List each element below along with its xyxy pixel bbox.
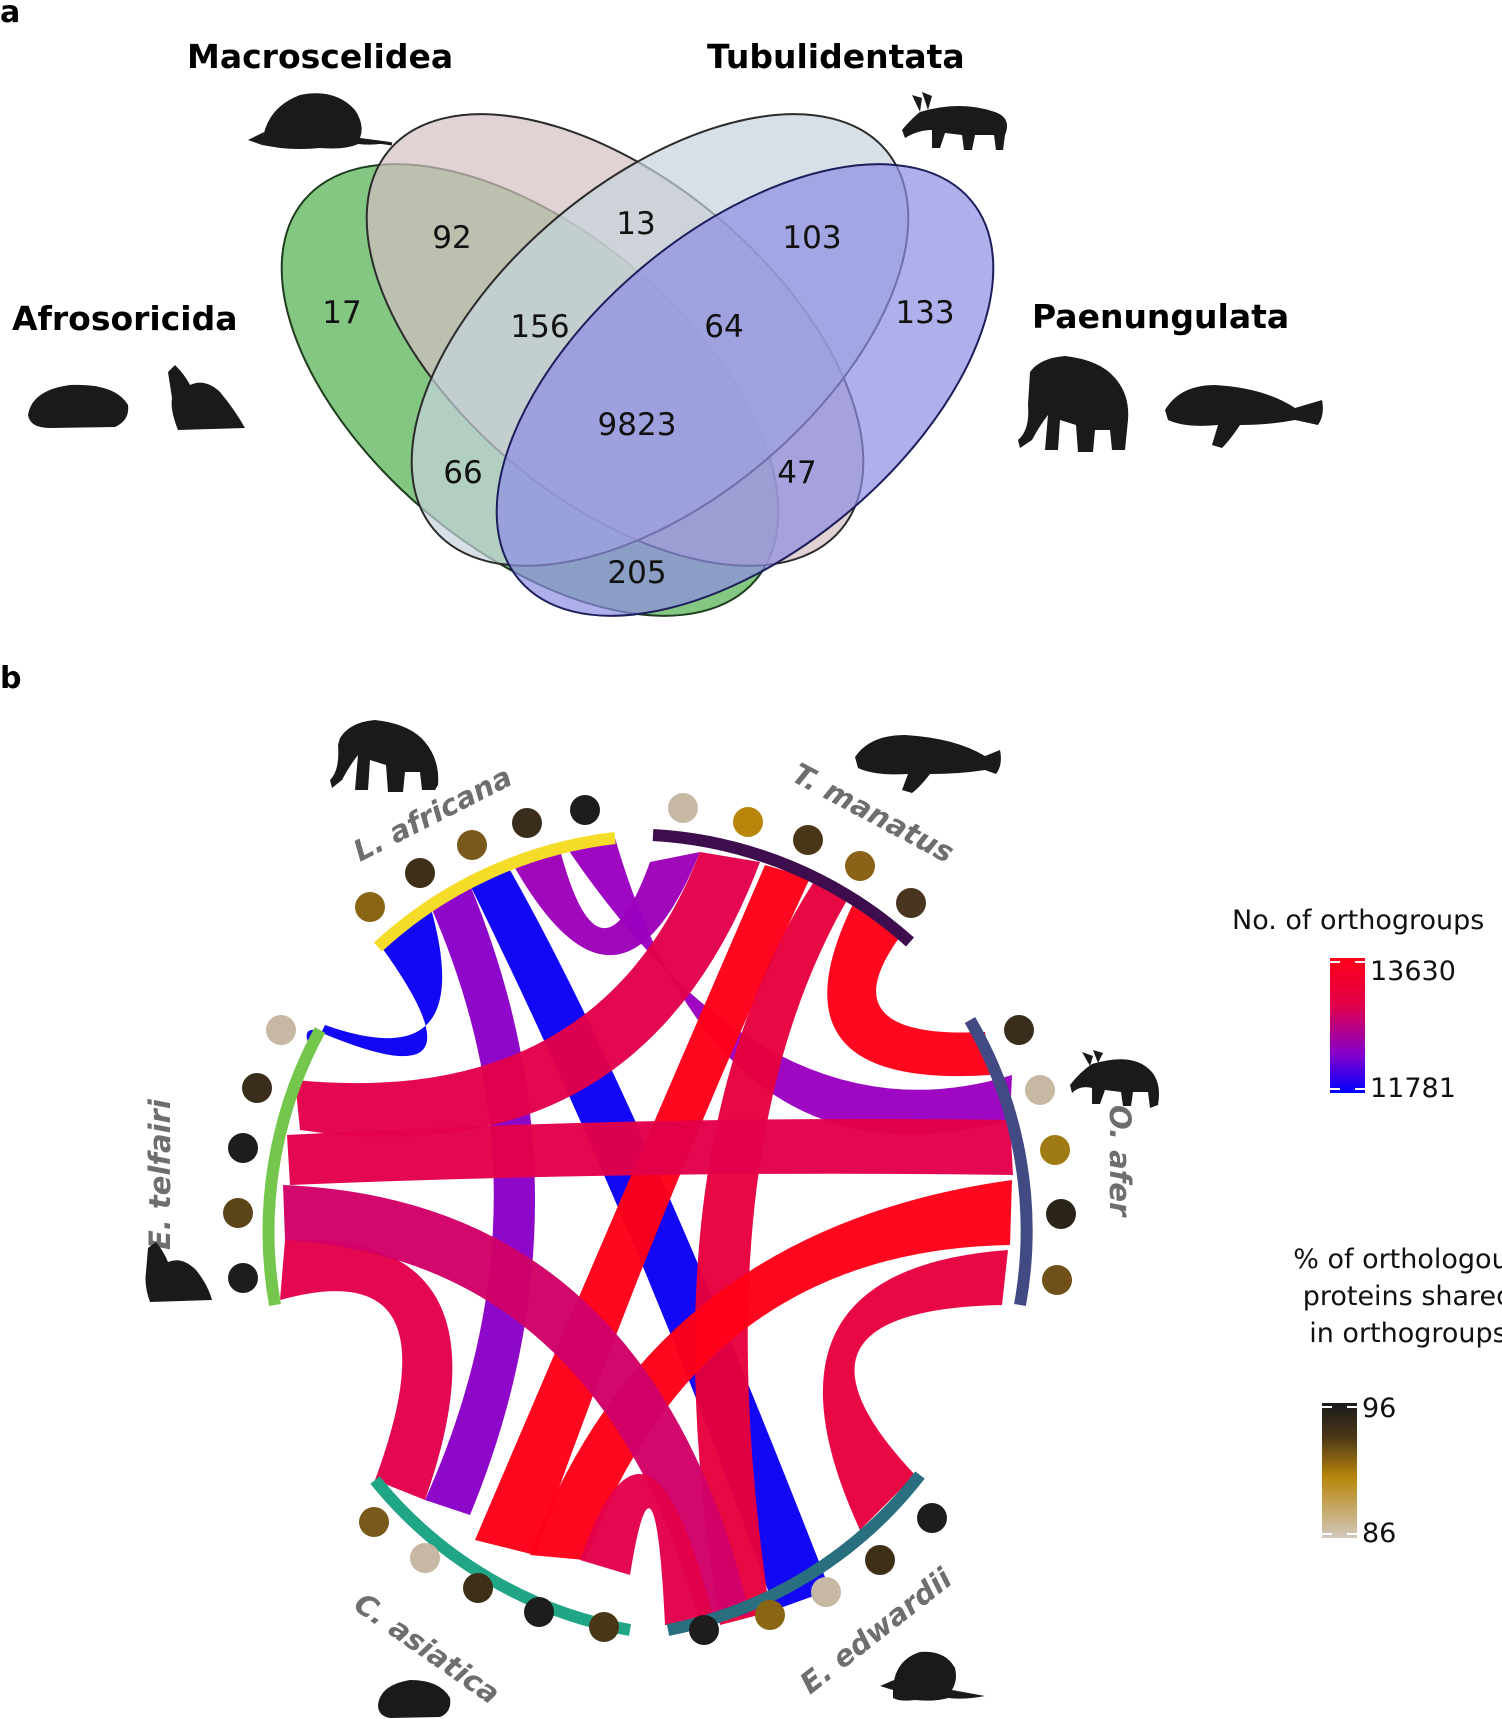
arc-tmanatus	[652, 829, 915, 947]
shrew-silhouette-icon-b	[880, 1651, 985, 1701]
chord-ribbons	[280, 838, 1013, 1625]
dot-etelfairi-5	[228, 1263, 258, 1293]
count-afro-macro-tubu: 156	[510, 309, 569, 345]
dot-oafer-5	[1042, 1265, 1072, 1295]
legend-orthogroups: No. of orthogroups 13630 11781	[1232, 905, 1484, 1104]
count-afro-macro: 92	[432, 220, 471, 256]
dot-lafricana-2	[405, 858, 435, 888]
dot-oafer-2	[1025, 1075, 1055, 1105]
dot-tmanatus-1	[668, 793, 698, 823]
legend-orthogroups-title: No. of orthogroups	[1232, 905, 1484, 936]
chord-oafer-casiatica	[530, 1180, 1012, 1560]
chord-lafricana-tmanatus	[515, 850, 700, 956]
count-afro-only: 17	[322, 295, 361, 331]
count-tubu-paen: 103	[782, 220, 841, 256]
chord-tmanatus-oafer	[827, 900, 990, 1077]
elephant-silhouette-icon	[1018, 356, 1129, 452]
dot-oafer-4	[1046, 1199, 1076, 1229]
dot-eedwardii-3	[811, 1577, 841, 1607]
dot-casiatica-3	[463, 1573, 493, 1603]
dot-tmanatus-2	[733, 807, 763, 837]
legend-shared: % of orthologous proteins shared in orth…	[1293, 1244, 1502, 1549]
legend-orthogroups-min: 11781	[1370, 1073, 1456, 1104]
shrew-silhouette-icon	[248, 93, 393, 149]
legend-shared-max: 96	[1362, 1393, 1396, 1424]
golden-mole-silhouette-icon-b	[378, 1680, 451, 1718]
venn-ellipse-paenungulata	[495, 163, 995, 617]
legend-shared-title-line1: % of orthologous	[1293, 1244, 1502, 1275]
dot-casiatica-1	[359, 1507, 389, 1537]
dot-eedwardii-1	[917, 1503, 947, 1533]
venn-counts: 17 92 13 103 133 156 64 9823 66 47 205	[322, 206, 954, 591]
dot-tmanatus-5	[896, 888, 926, 918]
dot-eedwardii-2	[865, 1545, 895, 1575]
group-title-afrosoricida: Afrosoricida	[12, 299, 238, 338]
chord-oafer-eedwardii	[822, 1250, 1008, 1530]
dot-tmanatus-3	[793, 825, 823, 855]
count-macro-tubu: 13	[616, 206, 655, 242]
chord-lafricana-casiatica	[425, 885, 535, 1515]
count-afro-paen: 205	[607, 555, 666, 591]
chord-etelfairi-casiatica	[280, 1239, 453, 1500]
chord-tmanatus-eedwardii	[694, 880, 850, 1625]
dot-lafricana-5	[570, 795, 600, 825]
species-label-etelfairi: E. telfairi	[143, 1098, 177, 1250]
dot-oafer-1	[1004, 1015, 1034, 1045]
legend-shared-min: 86	[1362, 1518, 1396, 1549]
chord-tmanatus-casiatica	[475, 865, 810, 1555]
dot-casiatica-2	[410, 1543, 440, 1573]
chord-lafricana-etelfairi	[306, 905, 443, 1057]
aardvark-silhouette-icon	[902, 92, 1008, 150]
shared-percent-dots	[223, 793, 1076, 1645]
chord-casiatica-eedwardii	[580, 1473, 715, 1625]
legend-shared-title-line2: proteins shared	[1303, 1281, 1502, 1312]
group-title-paenungulata: Paenungulata	[1032, 297, 1289, 336]
arc-oafer	[964, 1016, 1033, 1307]
dot-etelfairi-4	[223, 1198, 253, 1228]
hedgehog-tenrec-silhouette-icon-b	[145, 1242, 212, 1302]
tenrec-silhouette-icon	[28, 384, 129, 428]
legend-shared-title-line3: in orthogroups	[1309, 1318, 1502, 1349]
group-title-tubulidentata: Tubulidentata	[707, 37, 965, 76]
legend-shared-colorbar	[1322, 1403, 1357, 1538]
dot-lafricana-1	[355, 892, 385, 922]
panel-b-letter: b	[0, 661, 21, 696]
manatee-silhouette-icon	[1165, 385, 1323, 448]
dot-eedwardii-4	[755, 1600, 785, 1630]
species-label-oafer: O. afer	[1103, 1105, 1137, 1218]
aardvark-silhouette-icon-b	[1070, 1050, 1159, 1108]
dot-etelfairi-1	[266, 1015, 296, 1045]
arc-lafricana	[373, 832, 616, 952]
dot-eedwardii-5	[689, 1615, 719, 1645]
dot-lafricana-4	[512, 808, 542, 838]
chord-etelfairi-eedwardii	[283, 1185, 750, 1622]
panel-a-letter: a	[0, 0, 20, 30]
dot-oafer-3	[1040, 1135, 1070, 1165]
dot-etelfairi-2	[242, 1073, 272, 1103]
dot-casiatica-5	[589, 1612, 619, 1642]
legend-orthogroups-colorbar	[1330, 958, 1365, 1093]
dot-tmanatus-4	[845, 851, 875, 881]
count-paen-only: 133	[895, 295, 954, 331]
count-afro-tubu-paen: 66	[443, 455, 482, 491]
count-all-four: 9823	[598, 407, 677, 443]
legend-orthogroups-max: 13630	[1370, 956, 1456, 987]
hedgehog-tenrec-silhouette-icon	[168, 365, 245, 430]
chord-oafer-etelfairi	[287, 1119, 1013, 1185]
elephant-silhouette-icon-b	[330, 720, 439, 792]
count-afro-macro-paen: 47	[777, 455, 816, 491]
dot-etelfairi-3	[228, 1133, 258, 1163]
dot-lafricana-3	[457, 830, 487, 860]
manatee-silhouette-icon-b	[855, 735, 1001, 793]
venn-diagram	[280, 113, 995, 617]
chord-tmanatus-etelfairi	[295, 852, 760, 1137]
arc-etelfairi	[262, 1027, 326, 1307]
chord-lafricana-oafer	[565, 838, 1012, 1135]
group-title-macroscelidea: Macroscelidea	[187, 37, 453, 76]
count-macro-tubu-paen: 64	[704, 309, 743, 345]
dot-casiatica-4	[524, 1597, 554, 1627]
